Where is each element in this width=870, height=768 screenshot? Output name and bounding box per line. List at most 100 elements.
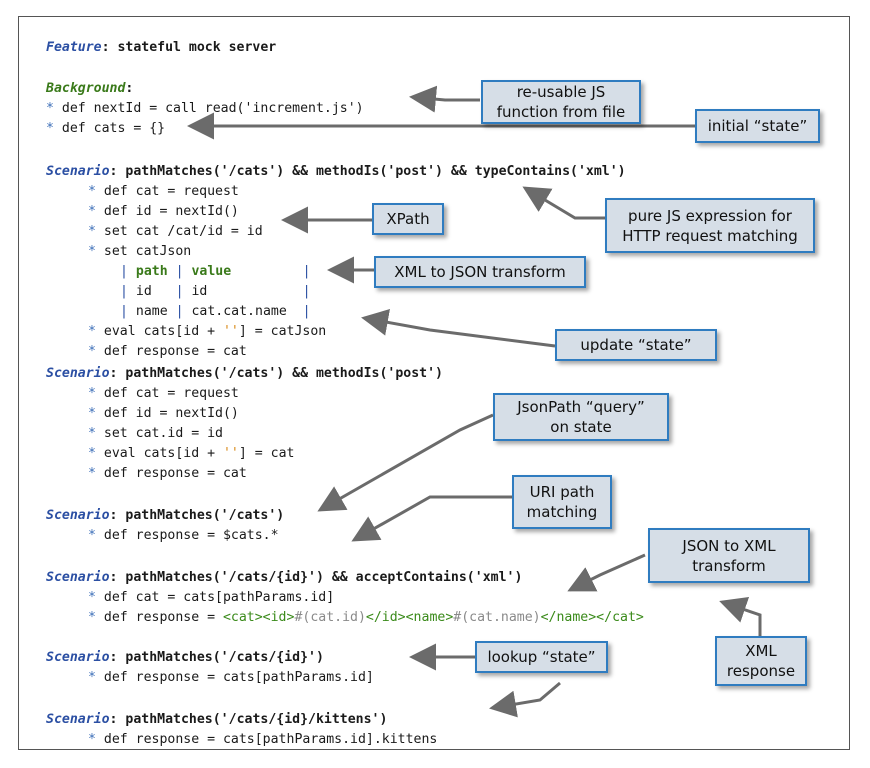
code-token: | (120, 284, 136, 299)
callout-lookup-state: lookup “state” (475, 641, 608, 673)
callout-uri-path-matching: URI path matching (512, 475, 612, 529)
code-token: def nextId = call read('increment.js') (61, 101, 364, 116)
step-bullet: * (88, 732, 104, 747)
code-token: Scenario (46, 508, 110, 523)
callout-label: update “state” (580, 336, 692, 354)
code-token: def response = cats[pathParams.id].kitte… (103, 732, 438, 747)
callout-label: XPath (386, 210, 430, 228)
callout-pure-js: pure JS expression for HTTP request matc… (605, 198, 815, 253)
code-token: | (294, 304, 311, 319)
code-token: Feature (46, 40, 102, 55)
code-line: Scenario: pathMatches('/cats/{id}') (46, 648, 324, 668)
code-token: eval cats[id + (103, 324, 223, 339)
code-token: cat.cat.name (191, 304, 295, 319)
step-bullet: * (88, 184, 104, 199)
code-token: : pathMatches('/cats') (109, 508, 285, 523)
code-line: Scenario: pathMatches('/cats') (46, 506, 284, 526)
step-bullet: * (46, 101, 62, 116)
step-bullet: * (88, 610, 104, 625)
callout-label: initial “state” (707, 117, 808, 135)
code-line: * def nextId = call read('increment.js') (46, 99, 364, 119)
code-token: id (191, 284, 295, 299)
code-line: * def response = cat (88, 342, 247, 362)
code-token: def cats = {} (61, 121, 166, 136)
code-line: * def response = cats[pathParams.id].kit… (88, 730, 437, 750)
callout-label: XML to JSON transform (394, 263, 566, 281)
step-bullet: * (88, 446, 104, 461)
code-line: Scenario: pathMatches('/cats') && method… (46, 364, 443, 384)
code-token: path (135, 264, 168, 279)
code-line: * def cat = request (88, 182, 239, 202)
code-token: ] = cat (238, 446, 295, 461)
callout-reusable-js: re-usable JS function from file (481, 80, 641, 124)
code-line: * def response = <cat><id>#(cat.id)</id>… (88, 608, 644, 628)
callout-xml-response: XML response (715, 636, 807, 686)
code-token: def response = cat (103, 466, 247, 481)
callout-initial-state: initial “state” (695, 109, 820, 143)
code-token: def response = cat (103, 344, 247, 359)
step-bullet: * (88, 590, 104, 605)
callout-label: JSON to XML transform (682, 536, 776, 575)
callout-xpath: XPath (372, 203, 444, 235)
step-bullet: * (88, 244, 104, 259)
code-token: : (125, 81, 134, 96)
step-bullet: * (88, 324, 104, 339)
code-line: * set cat /cat/id = id (88, 222, 263, 242)
code-line: * def response = cats[pathParams.id] (88, 668, 374, 688)
callout-label: re-usable JS function from file (496, 83, 626, 121)
step-bullet: * (88, 224, 104, 239)
code-token: Scenario (46, 570, 110, 585)
step-bullet: * (88, 466, 104, 481)
code-token: set catJson (103, 244, 192, 259)
callout-jsonpath-query: JsonPath “query” on state (493, 393, 669, 441)
code-token: def cat = request (103, 386, 239, 401)
step-bullet: * (46, 121, 62, 136)
code-token: | (120, 304, 136, 319)
step-bullet: * (88, 386, 104, 401)
code-token: def response = cats[pathParams.id] (103, 670, 374, 685)
code-line: | path | value | (120, 262, 311, 282)
arrow-pure-js (522, 186, 605, 220)
code-line: * def id = nextId() (88, 404, 239, 424)
arrow-xml-response (719, 596, 762, 636)
code-line: * set cat.id = id (88, 424, 223, 444)
code-token: : pathMatches('/cats') && methodIs('post… (109, 164, 626, 179)
code-token: def id = nextId() (103, 406, 239, 421)
step-bullet: * (88, 204, 104, 219)
step-bullet: * (88, 406, 104, 421)
code-token: #(cat.name) (453, 610, 541, 625)
code-line: * def response = $cats.* (88, 526, 279, 546)
callout-label: lookup “state” (487, 648, 596, 666)
arrow-kittens (489, 681, 561, 718)
code-line: Scenario: pathMatches('/cats/{id}/kitten… (46, 710, 387, 730)
code-token: ] = catJson (238, 324, 327, 339)
code-line: * def cat = request (88, 384, 239, 404)
code-token: '' (222, 324, 239, 339)
code-token: name (135, 304, 168, 319)
code-line: * eval cats[id + ''] = cat (88, 444, 294, 464)
code-line: * set catJson (88, 242, 191, 262)
step-bullet: * (88, 426, 104, 441)
code-token: | (167, 304, 192, 319)
callout-label: pure JS expression for HTTP request matc… (622, 206, 798, 245)
code-token: eval cats[id + (103, 446, 223, 461)
code-token: Scenario (46, 650, 110, 665)
code-token: | (167, 284, 192, 299)
code-token: set cat /cat/id = id (103, 224, 263, 239)
code-token: Background (46, 81, 126, 96)
code-token: <cat><id> (222, 610, 295, 625)
arrow-json-to-xml (567, 553, 646, 592)
arrow-reusable-js (409, 85, 480, 113)
code-token: </name></cat> (540, 610, 644, 625)
code-line: Feature: stateful mock server (46, 38, 276, 58)
code-token: : pathMatches('/cats/{id}/kittens') (109, 712, 388, 727)
callout-update-state: update “state” (555, 329, 717, 361)
code-line: * def cat = cats[pathParams.id] (88, 588, 334, 608)
code-token: value (191, 264, 232, 279)
code-token: '' (222, 446, 239, 461)
code-token: def cat = request (103, 184, 239, 199)
code-token: set cat.id = id (103, 426, 223, 441)
step-bullet: * (88, 344, 104, 359)
